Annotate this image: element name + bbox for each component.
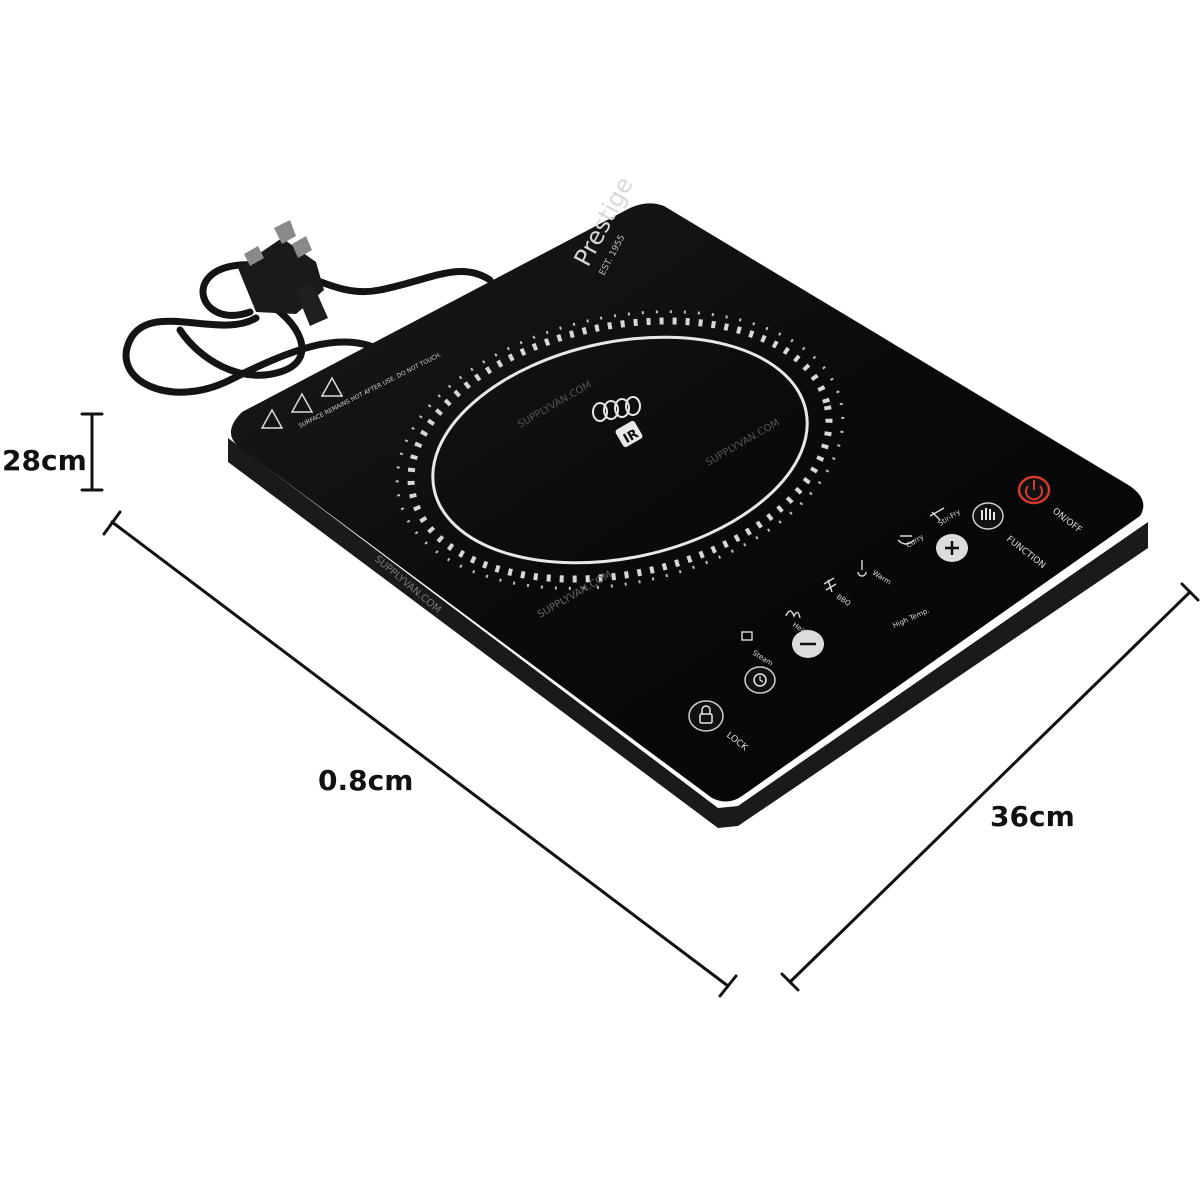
timer-button[interactable] — [744, 666, 776, 694]
on-off-button[interactable] — [1017, 475, 1051, 505]
cooking-zone — [395, 310, 845, 590]
warm-icon — [857, 560, 867, 577]
plug-icon — [238, 220, 328, 326]
cooktop-surface — [230, 203, 1144, 802]
function-button[interactable] — [972, 502, 1004, 530]
minus-button[interactable] — [792, 630, 824, 658]
dimension-label-width: 36cm — [990, 800, 1075, 833]
steam-icon — [741, 631, 753, 641]
ir-coil-icon — [592, 396, 641, 422]
plus-button[interactable] — [936, 534, 968, 562]
width-dimension-line — [788, 590, 1192, 984]
heating-icon — [785, 610, 801, 619]
lock-button[interactable] — [688, 700, 724, 732]
curry-icon — [897, 535, 915, 545]
dimension-label-depth: 0.8cm — [318, 764, 414, 797]
ir-badge-label: IR — [621, 427, 641, 447]
bbq-icon — [823, 577, 837, 593]
ir-badge — [615, 420, 643, 448]
dimension-label-height: 28cm — [2, 444, 87, 477]
warning-icons — [260, 376, 344, 429]
depth-dimension-line — [110, 520, 730, 988]
mode-icons — [741, 507, 945, 641]
dimension-lines — [80, 412, 1200, 998]
stir-fry-icon — [929, 507, 945, 521]
